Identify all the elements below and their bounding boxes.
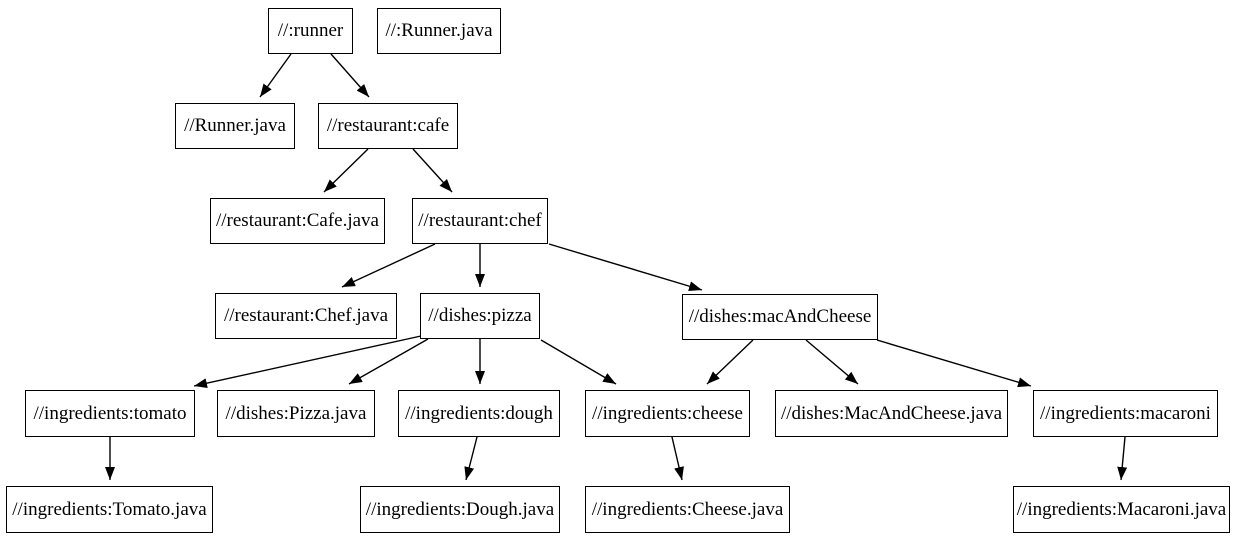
- graph-node-pizza: //dishes:pizza: [420, 293, 540, 339]
- graph-node-cheese: //ingredients:cheese: [585, 390, 750, 437]
- edge-dough-to-dough-java: [464, 436, 478, 481]
- graph-node-dough-java: //ingredients:Dough.java: [360, 486, 560, 533]
- edge-pizza-to-pizza-java: [348, 338, 429, 385]
- edge-mac-and-cheese-to-cheese: [706, 339, 754, 385]
- edge-pizza-to-tomato: [193, 335, 422, 389]
- graph-node-pizza-java: //dishes:Pizza.java: [217, 390, 375, 437]
- graph-node-chef: //restaurant:chef: [412, 198, 548, 244]
- graph-node-macaroni-java: //ingredients:Macaroni.java: [1013, 486, 1230, 533]
- edge-mac-and-cheese-to-mac-and-cheese-java: [805, 339, 859, 385]
- graph-node-runner-java: //Runner.java: [175, 103, 295, 149]
- graph-node-tomato-java: //ingredients:Tomato.java: [6, 486, 213, 533]
- edge-mac-and-cheese-to-macaroni: [876, 339, 1032, 388]
- edge-cafe-to-chef: [412, 148, 453, 193]
- graph-node-mac-and-cheese: //dishes:macAndCheese: [682, 294, 878, 340]
- edge-chef-to-chef-java: [341, 243, 436, 288]
- graph-node-tomato: //ingredients:tomato: [25, 390, 195, 437]
- graph-node-runner-java-root: //:Runner.java: [377, 8, 501, 54]
- edge-macaroni-to-macaroni-java: [1117, 436, 1128, 481]
- graph-node-chef-java: //restaurant:Chef.java: [215, 293, 397, 339]
- graph-node-cafe: //restaurant:cafe: [318, 103, 458, 149]
- edge-cheese-to-cheese-java: [671, 436, 684, 481]
- edge-runner-to-cafe: [330, 53, 370, 98]
- graph-node-macaroni: //ingredients:macaroni: [1033, 390, 1218, 437]
- graph-node-runner: //:runner: [268, 8, 353, 54]
- edge-cafe-to-cafe-java: [323, 148, 369, 193]
- edge-pizza-to-cheese: [540, 339, 617, 385]
- graph-node-cafe-java: //restaurant:Cafe.java: [210, 198, 385, 244]
- graph-node-cheese-java: //ingredients:Cheese.java: [585, 486, 790, 533]
- graph-node-mac-and-cheese-java: //dishes:MacAndCheese.java: [775, 390, 1008, 437]
- edge-runner-to-runner-java: [259, 53, 292, 98]
- graph-node-dough: //ingredients:dough: [398, 390, 560, 437]
- edge-chef-to-mac-and-cheese: [548, 243, 703, 292]
